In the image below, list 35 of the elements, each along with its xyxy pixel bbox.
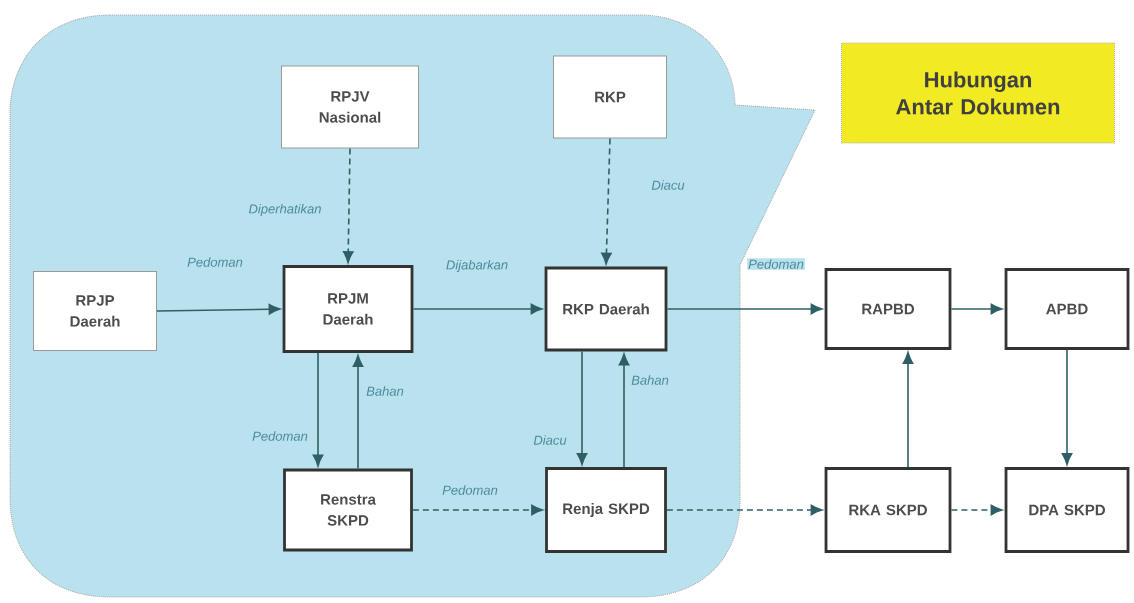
edge-label: Diacu [532,434,568,446]
document-box: RPJP Daerah [33,271,157,351]
arrow [412,504,543,516]
document-box: DPA SKPD [1004,467,1130,553]
document-box: Renja SKPD [545,467,667,553]
edge-label: Pedoman [251,430,309,442]
arrow [950,303,1003,315]
edge-label: Bahan [630,374,670,386]
arrow [342,147,354,263]
arrow [312,352,324,467]
arrow [666,504,823,516]
arrow [412,303,543,315]
arrow [618,353,630,468]
document-box: APBD [1004,268,1130,350]
edge-label: Pedoman [441,484,499,496]
arrow [902,352,914,468]
edge-label: Pedoman [186,256,244,268]
edge-label: Diacu [650,179,686,191]
edge-label: Bahan [365,385,405,397]
document-box: RKP Daerah [544,266,668,352]
arrow [601,137,612,265]
document-box: RPJV Nasional [281,65,419,149]
document-box: Renstra SKPD [283,468,413,552]
edge-label: Pedoman [747,258,805,270]
arrow [950,504,1003,516]
document-box: RPJM Daerah [282,265,414,353]
document-box: RAPBD [824,268,952,350]
arrow [352,355,364,470]
arrow [1061,349,1073,465]
document-box: RKA SKPD [824,467,952,553]
document-box: RKP [553,55,667,139]
arrow [666,303,823,315]
arrow [156,303,281,315]
title-box: Hubungan Antar Dokumen [841,42,1115,144]
arrow [576,350,588,465]
